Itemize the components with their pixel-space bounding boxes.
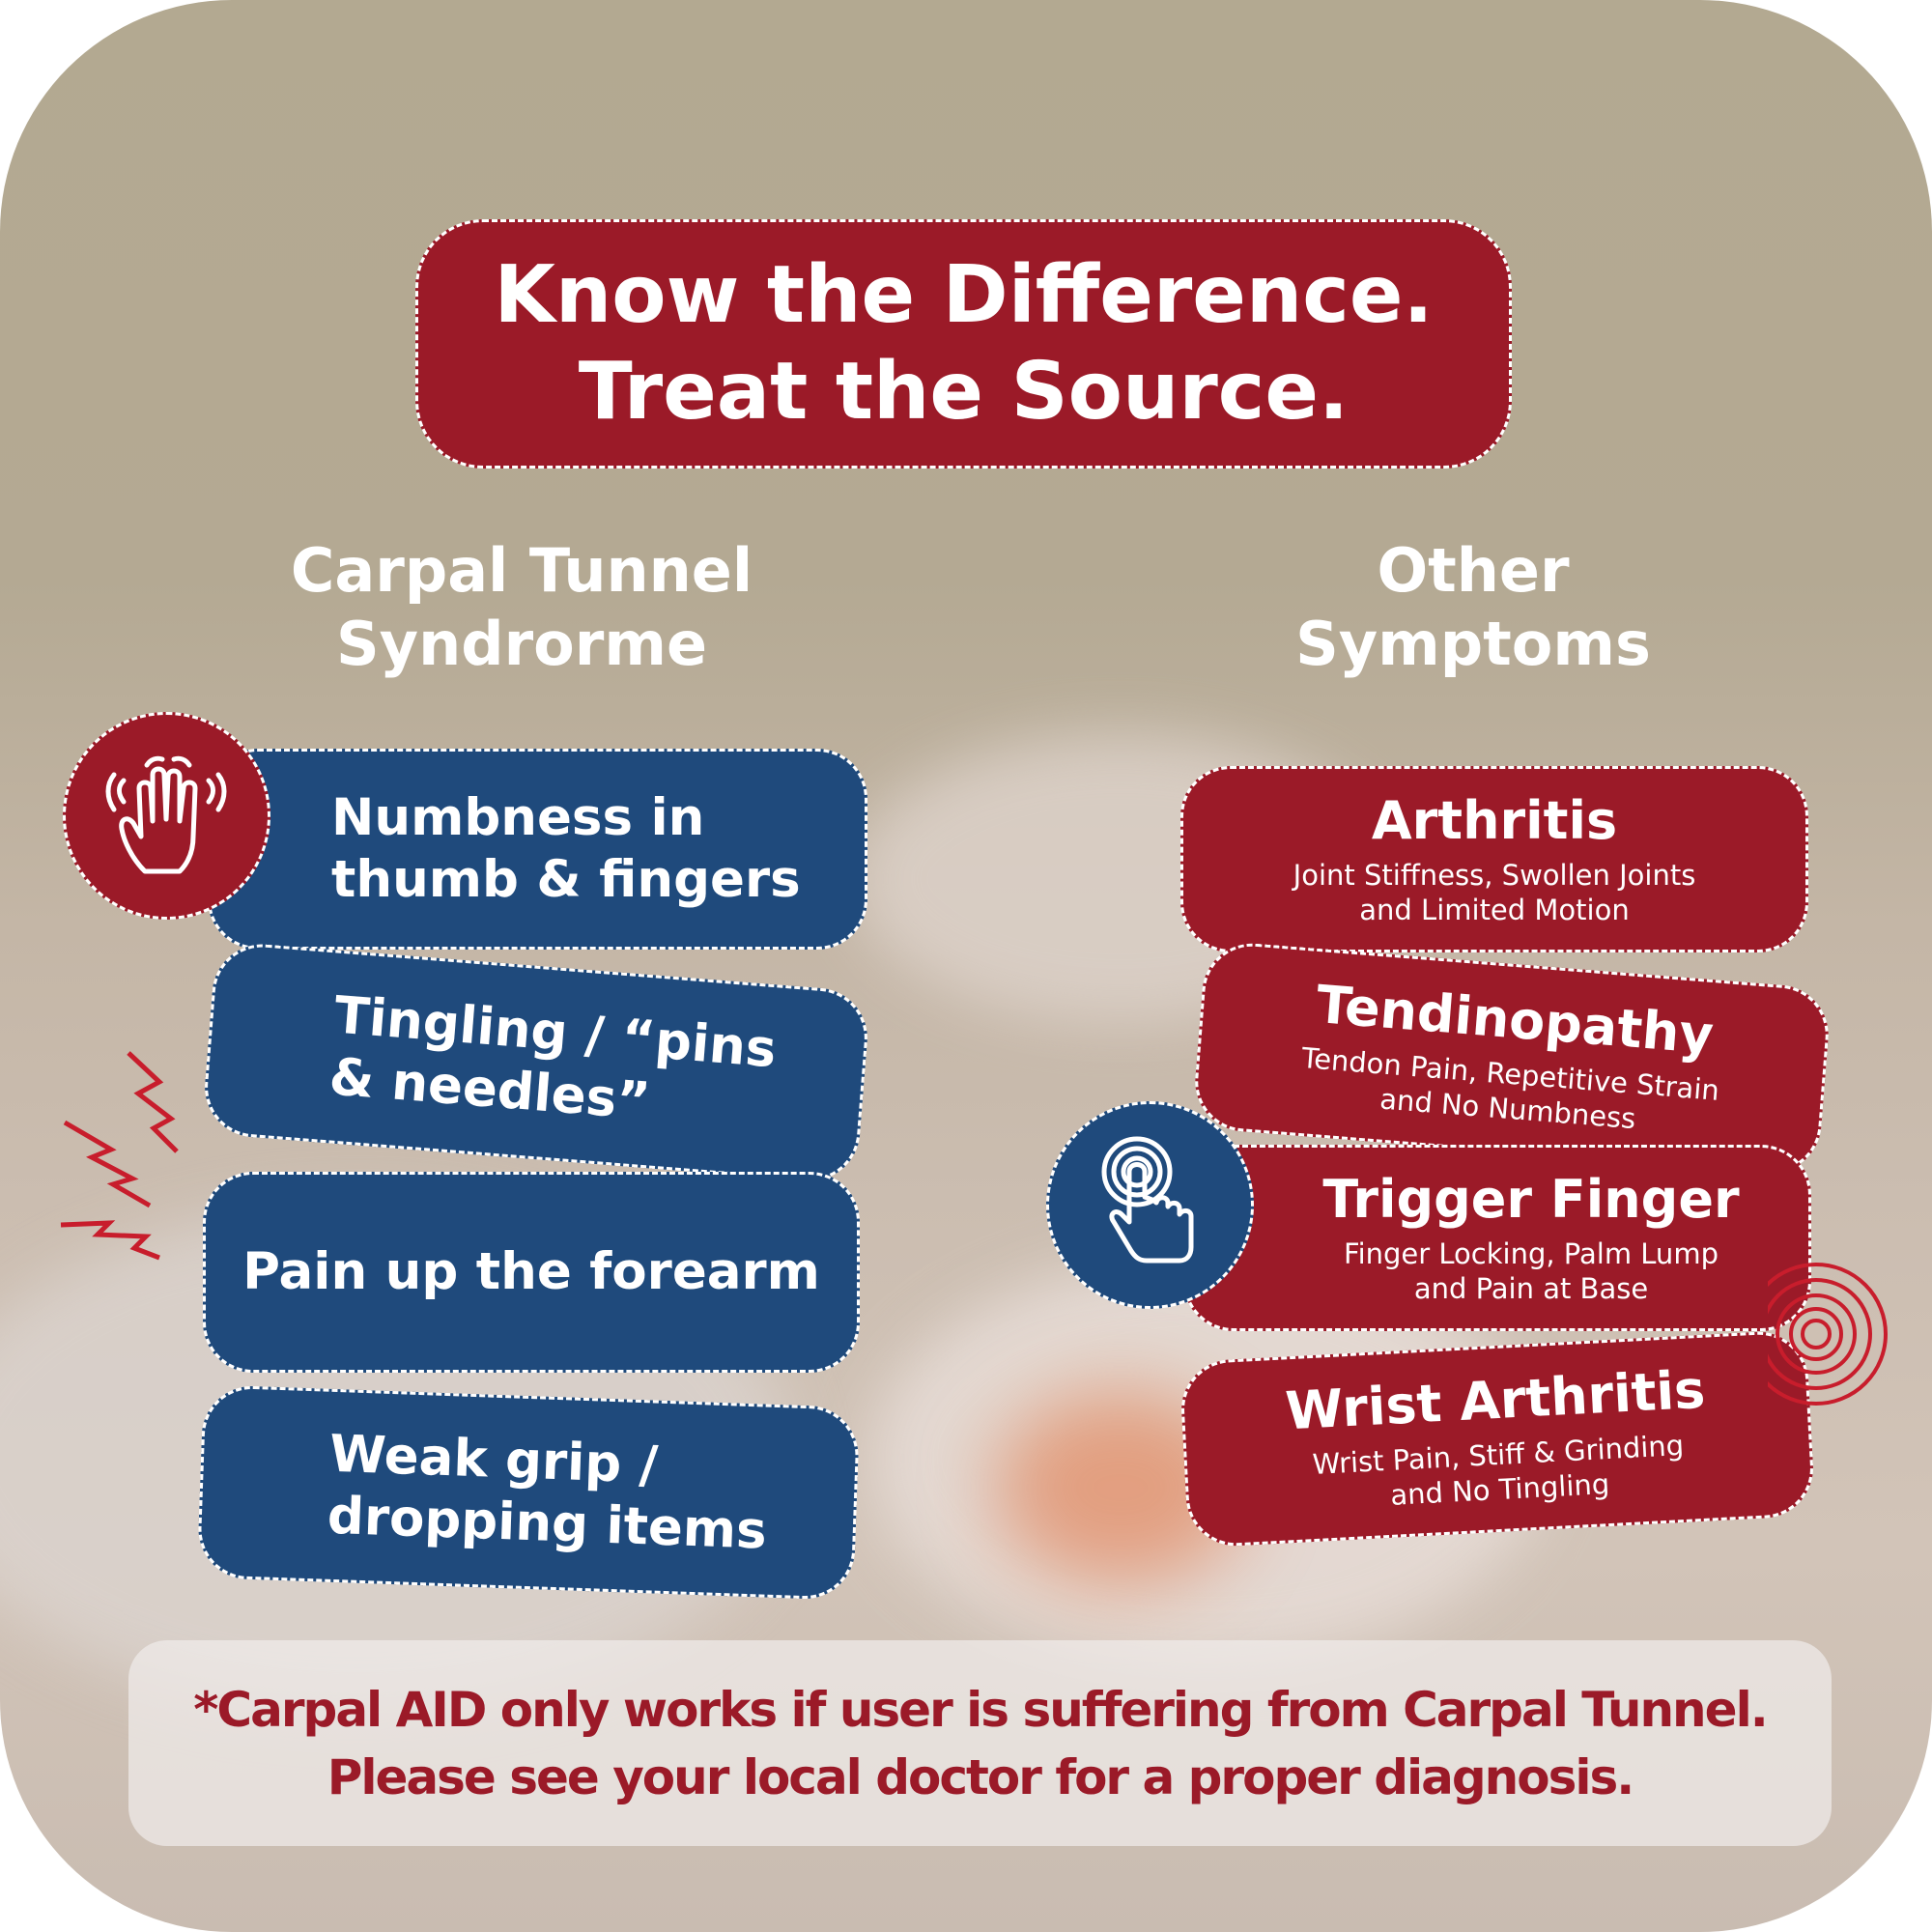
condition-wrist-arthritis-title: Wrist Arthritis xyxy=(1284,1358,1707,1441)
shaking-hand-icon xyxy=(105,755,226,873)
left-badge xyxy=(63,712,270,920)
right-badge xyxy=(1046,1101,1254,1309)
disclaimer-line-2: Please see your local doctor for a prope… xyxy=(327,1748,1635,1805)
symptom-forearm-pain-line-1: Pain up the forearm xyxy=(242,1242,820,1301)
disclaimer-line-1: *Carpal AID only works if user is suffer… xyxy=(193,1681,1768,1738)
symptom-numbness-line-1: Numbness in xyxy=(331,788,705,847)
condition-arthritis-title: Arthritis xyxy=(1371,789,1618,851)
left-heading-line-1: Carpal Tunnel xyxy=(290,535,753,606)
symptom-tingling: Tingling / “pins & needles” xyxy=(201,940,871,1185)
title-line-2: Treat the Source. xyxy=(578,346,1350,438)
symptom-numbness-line-2: thumb & fingers xyxy=(331,850,801,909)
condition-arthritis-line-1: Joint Stiffness, Swollen Joints xyxy=(1293,858,1696,892)
pain-rings-icon xyxy=(1768,1263,1888,1406)
condition-wrist-arthritis: Wrist Arthritis Wrist Pain, Stiff & Grin… xyxy=(1179,1329,1816,1548)
right-heading-line-2: Symptoms xyxy=(1295,609,1651,679)
right-heading-line-1: Other xyxy=(1377,535,1570,606)
right-column-heading: Other Symptoms xyxy=(1179,534,1768,681)
symptom-numbness: Numbness in thumb & fingers xyxy=(208,749,867,950)
pain-zigzag-icon xyxy=(60,1051,179,1261)
condition-trigger-finger-title: Trigger Finger xyxy=(1322,1168,1740,1230)
condition-trigger-finger: Trigger Finger Finger Locking, Palm Lump… xyxy=(1183,1145,1811,1331)
disclaimer-box: *Carpal AID only works if user is suffer… xyxy=(128,1640,1832,1846)
condition-tendinopathy: Tendinopathy Tendon Pain, Repetitive Str… xyxy=(1191,939,1833,1178)
title-line-1: Know the Difference. xyxy=(494,249,1434,341)
condition-arthritis: Arthritis Joint Stiffness, Swollen Joint… xyxy=(1180,766,1808,952)
left-heading-line-2: Syndrorme xyxy=(336,609,707,679)
symptom-weak-grip-line-1: Weak grip / xyxy=(328,1424,660,1495)
left-column-heading: Carpal Tunnel Syndrorme xyxy=(232,534,811,681)
symptom-weak-grip-line-2: dropping items xyxy=(326,1486,768,1561)
condition-arthritis-line-2: and Limited Motion xyxy=(1359,893,1630,926)
symptom-forearm-pain: Pain up the forearm xyxy=(203,1172,860,1373)
condition-trigger-finger-line-1: Finger Locking, Palm Lump xyxy=(1344,1236,1719,1270)
condition-trigger-finger-line-2: and Pain at Base xyxy=(1413,1271,1649,1305)
title-banner: Know the Difference. Treat the Source. xyxy=(415,219,1512,469)
finger-tap-icon xyxy=(1101,1136,1193,1263)
symptom-weak-grip: Weak grip / dropping items xyxy=(196,1384,861,1601)
